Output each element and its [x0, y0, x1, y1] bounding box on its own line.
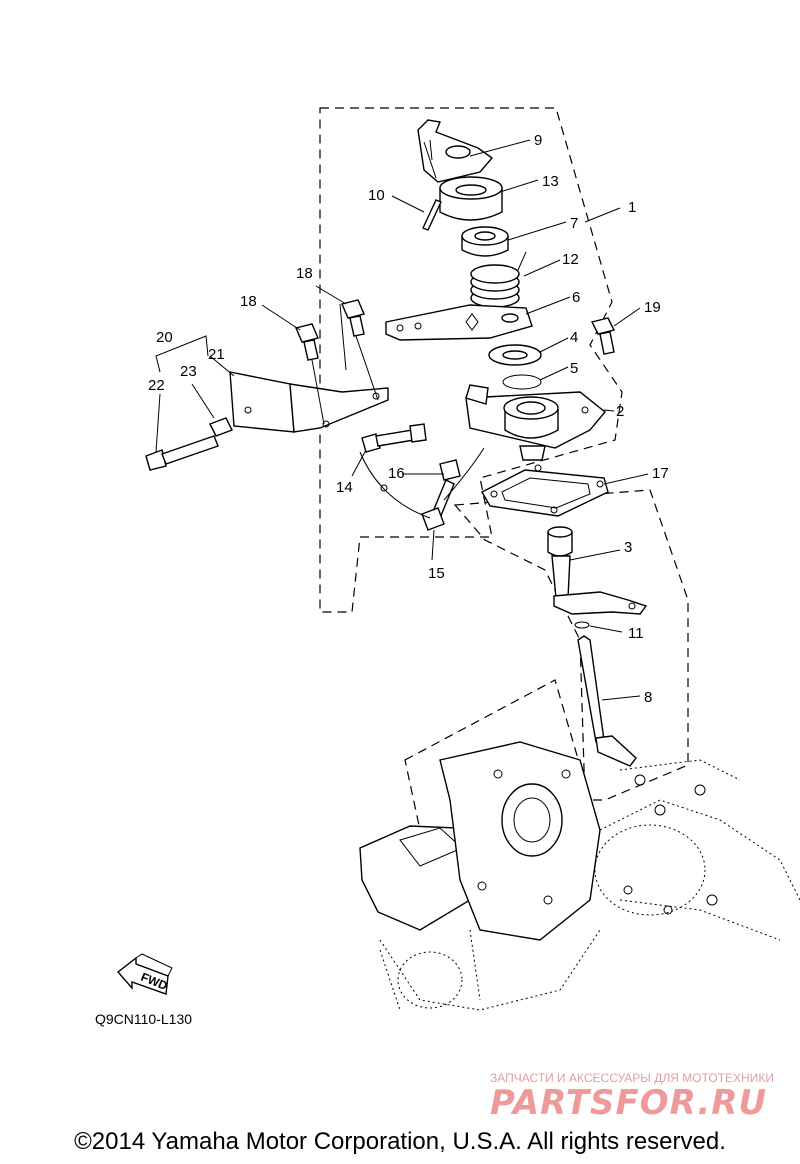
callout-16: 16 — [388, 465, 405, 482]
part-19-bolt — [590, 317, 616, 355]
assembly-lower-dashed-outline — [453, 489, 689, 801]
fwd-arrow-icon: FWD — [116, 953, 173, 995]
part-5-o-ring — [502, 374, 542, 390]
part-12-spring — [470, 251, 527, 308]
diagram-code: Q9CN110-L130 — [95, 1011, 192, 1027]
callout-3: 3 — [624, 539, 632, 556]
leader-lines — [155, 139, 649, 701]
part-3-shaft — [547, 526, 648, 615]
callout-14: 14 — [336, 479, 353, 496]
callout-13: 13 — [542, 173, 559, 190]
part-2-housing — [465, 384, 606, 461]
callout-7: 7 — [570, 215, 578, 232]
callout-5: 5 — [570, 360, 578, 377]
part-22-bolt — [145, 435, 219, 471]
part-8-shaft — [577, 635, 637, 767]
part-10-pin — [422, 199, 442, 231]
callout-1: 1 — [628, 199, 636, 216]
callout-17: 17 — [652, 465, 669, 482]
callout-21: 21 — [208, 346, 225, 363]
callout-22: 22 — [148, 377, 165, 394]
copyright-notice: ©2014 Yamaha Motor Corporation, U.S.A. A… — [74, 1128, 726, 1155]
part-9-lever — [417, 119, 494, 183]
callout-23: 23 — [180, 363, 197, 380]
part-13-cup — [439, 176, 503, 221]
callout-6: 6 — [572, 289, 580, 306]
callout-9: 9 — [534, 132, 542, 149]
part-6-lever-arm — [385, 304, 533, 341]
part-17-gasket — [481, 464, 609, 517]
callout-19: 19 — [644, 299, 661, 316]
part-21-bracket — [229, 371, 389, 433]
part-18-bolt-a — [341, 299, 365, 337]
callout-4: 4 — [570, 329, 578, 346]
side-plate — [359, 447, 485, 519]
part-18-bolt-b — [295, 323, 319, 361]
callout-11: 11 — [628, 625, 644, 642]
assembly-1-dashed-outline — [319, 107, 623, 613]
part-4-washer — [488, 344, 542, 366]
callout-labels: 9 13 10 1 7 12 18 6 18 19 4 20 21 5 23 2… — [148, 132, 669, 706]
part-23-nut — [209, 417, 233, 437]
part-15-bolt — [421, 479, 455, 531]
callout-15: 15 — [428, 565, 445, 582]
part-7-nut — [461, 226, 509, 257]
callout-18-right: 18 — [296, 265, 313, 282]
callout-18-left: 18 — [240, 293, 257, 310]
engine-block — [359, 741, 800, 1011]
part-16-nut — [439, 459, 461, 481]
callout-12: 12 — [562, 251, 579, 268]
watermark-logo: PARTSFOR.RU — [490, 1083, 767, 1123]
watermark-tagline: ЗАПЧАСТИ И АКСЕССУАРЫ ДЛЯ МОТОТЕХНИКИ — [490, 1071, 774, 1085]
part-14-bolt — [361, 423, 427, 453]
part-11-circlip — [574, 621, 590, 629]
callout-10: 10 — [368, 187, 385, 204]
watermark: ЗАПЧАСТИ И АКСЕССУАРЫ ДЛЯ МОТОТЕХНИКИ PA… — [490, 1071, 774, 1123]
callout-2: 2 — [616, 403, 624, 420]
callout-20: 20 — [156, 329, 173, 346]
callout-8: 8 — [644, 689, 652, 706]
